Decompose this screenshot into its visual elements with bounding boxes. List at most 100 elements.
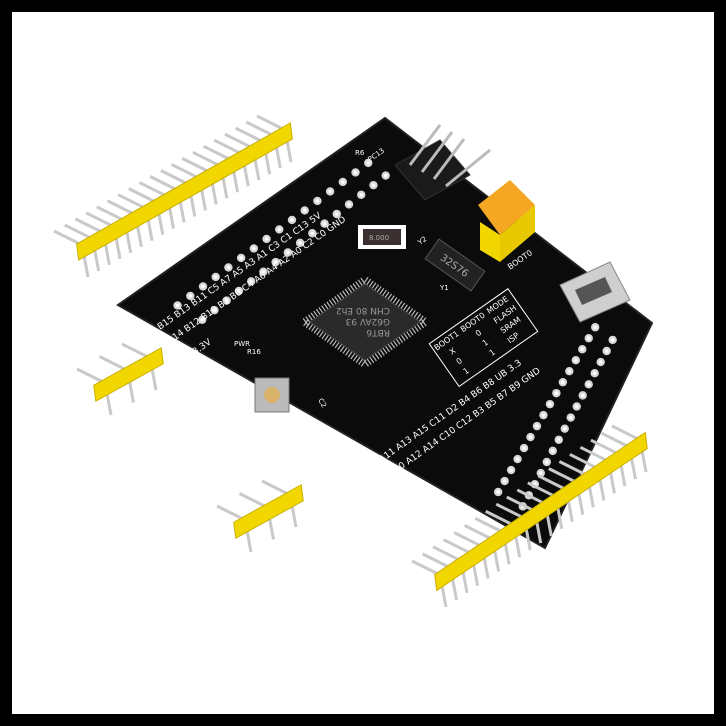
header-pin	[53, 229, 83, 247]
pin-hole-center	[315, 199, 320, 203]
pin-hole-center	[604, 349, 609, 353]
boot-table-cell: 1	[481, 338, 490, 348]
header-pin	[85, 211, 115, 229]
pin-hole-center	[334, 212, 339, 216]
header-plastic	[233, 483, 304, 540]
pin-hole-center	[341, 180, 345, 184]
header-pin	[537, 474, 567, 492]
pin-header-long-top-left	[53, 114, 293, 278]
micro-usb-port[interactable]	[559, 261, 631, 323]
header-pin	[117, 193, 147, 211]
pin-hole-center	[592, 371, 597, 375]
product-photo: RBT6 G62AV 93 CHN 80 Eh2 8.000 32S76 BOO…	[12, 12, 714, 714]
header-pin	[106, 199, 137, 217]
header-pin	[170, 163, 201, 180]
pin-hole-center	[541, 413, 546, 417]
mcu-chip: RBT6 G62AV 93 CHN 80 Eh2	[298, 275, 432, 369]
boot-table-cell: X	[448, 346, 458, 357]
header-pin	[96, 205, 126, 223]
header-pin	[238, 492, 269, 509]
header-pin	[202, 144, 233, 162]
header-pin	[432, 545, 462, 563]
pin-hole-center	[347, 202, 351, 207]
header-pin	[234, 126, 265, 144]
header-pin	[245, 120, 275, 138]
gnd-label: GND	[308, 452, 331, 472]
pin-hole-center	[213, 275, 218, 279]
header-pin	[611, 424, 641, 442]
header-pin	[128, 187, 158, 204]
pin-hole-center	[226, 265, 231, 270]
pin-hole-center	[509, 468, 513, 472]
header-pin	[213, 138, 243, 156]
pin-hole-center	[554, 391, 559, 395]
pin-hole-center	[568, 415, 573, 420]
header-plastic	[76, 122, 293, 261]
header-pin	[495, 502, 525, 520]
pin-hole-center	[598, 360, 603, 364]
pin-hole-center	[322, 221, 327, 226]
pin-hole-center	[264, 237, 269, 241]
pin-hole-center	[328, 189, 332, 194]
pin-hole-center	[610, 338, 615, 342]
header-pin	[216, 504, 246, 522]
boot-table-cell: 0	[474, 328, 483, 338]
header-pin	[192, 150, 222, 168]
header-pin	[463, 524, 494, 541]
y1-label: Y1	[439, 284, 449, 292]
boot-jumper[interactable]	[478, 180, 535, 262]
pin-hole-center	[273, 260, 278, 264]
boot-table-cell: 1	[461, 366, 470, 376]
pin-hole-center	[353, 170, 358, 175]
pin-hole-center	[252, 246, 256, 251]
pin-hole-center	[548, 402, 552, 406]
pin-hole-center	[502, 479, 507, 483]
pin-hole-center	[528, 435, 533, 439]
pin-hole-center	[586, 382, 591, 387]
pin-hole-center	[593, 325, 598, 330]
header-pin	[442, 538, 473, 556]
header-pin	[421, 552, 452, 570]
mcu-marking-2: G62AV 93	[346, 316, 390, 326]
header-pin	[506, 495, 536, 513]
crystal-8mhz-label: 8.000	[369, 234, 389, 242]
header-pin	[138, 181, 169, 198]
header-plastic	[434, 431, 648, 592]
boot-table-cell: 1	[488, 348, 497, 358]
pin-hole-center	[200, 317, 205, 322]
header-pin	[76, 367, 106, 385]
header-pin	[590, 438, 620, 456]
pin-hole-center	[574, 404, 579, 409]
pin-hole-center	[302, 208, 307, 213]
header-pin	[600, 431, 631, 449]
stm32-board-scene: RBT6 G62AV 93 CHN 80 Eh2 8.000 32S76 BOO…	[53, 114, 654, 608]
pin-hole-center	[544, 460, 549, 464]
reset-button[interactable]	[254, 377, 290, 413]
pin-hole-center	[212, 308, 217, 312]
header-pin	[224, 132, 254, 150]
pin-hole-center	[239, 256, 243, 260]
header-pin	[160, 169, 190, 186]
pin-hole-center	[586, 336, 591, 341]
header-pin	[569, 453, 599, 470]
header-pin	[474, 517, 504, 534]
pin-hole-center	[201, 284, 205, 289]
pin-hole-center	[298, 241, 302, 245]
mcu-marking-3: CHN 80 Eh2	[336, 305, 390, 315]
pin-hole-center	[515, 457, 520, 461]
header-pin	[261, 479, 291, 497]
pin-hole-center	[574, 358, 578, 363]
header-pin	[74, 217, 105, 235]
header-pin	[149, 175, 179, 192]
header-pin	[548, 467, 578, 484]
pin-hole-center	[286, 250, 290, 255]
header-pin	[181, 157, 211, 174]
pin-hole-center	[224, 298, 229, 303]
r6-label: R6	[355, 149, 365, 157]
header-pin	[256, 114, 286, 132]
pin-hole-center	[496, 490, 500, 494]
reset-label: RESET	[282, 434, 317, 452]
pin-hole-center	[580, 347, 585, 352]
pin-hole-center	[567, 369, 572, 373]
